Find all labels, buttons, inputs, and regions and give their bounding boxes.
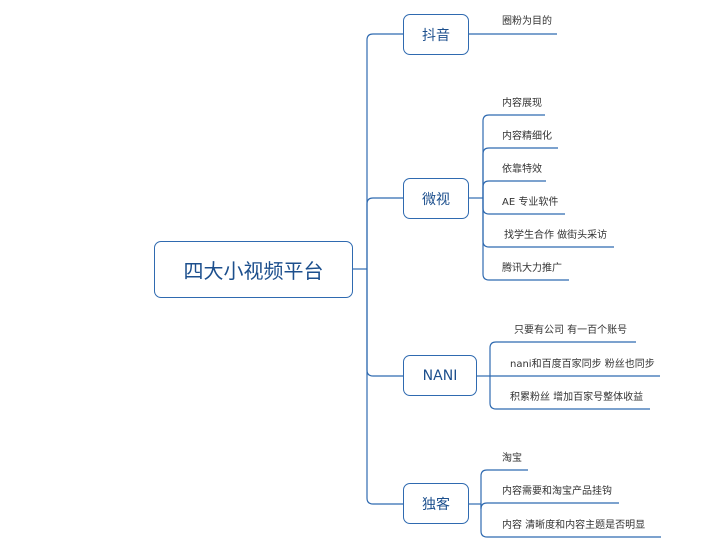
leaf-connector-nani-3 (489, 376, 650, 410)
leaf-connector-weishi-1 (482, 114, 545, 198)
branch-connector-nani (366, 269, 403, 377)
leaf-weishi-4[interactable]: AE 专业软件 (502, 197, 559, 208)
leaf-weishi-1[interactable]: 内容展现 (502, 98, 542, 109)
branch-connector-duke (366, 269, 403, 505)
branch-connector-douyin (366, 33, 403, 269)
leaf-connector-nani-1 (489, 341, 636, 376)
leaf-duke-3[interactable]: 内容 清晰度和内容主题是否明显 (502, 520, 646, 531)
branch-duke[interactable]: 独客 (403, 483, 469, 524)
root-topic[interactable]: 四大小视频平台 (154, 241, 353, 298)
branch-connector-weishi (366, 197, 403, 269)
leaf-connector-duke-3 (480, 504, 661, 538)
leaf-douyin-1[interactable]: 圈粉为目的 (502, 16, 552, 27)
leaf-nani-2[interactable]: nani和百度百家同步 粉丝也同步 (510, 359, 655, 370)
branch-nani[interactable]: NANI (403, 355, 477, 396)
leaf-duke-1[interactable]: 淘宝 (502, 453, 522, 464)
leaf-connector-weishi-3 (482, 180, 546, 198)
leaf-weishi-5[interactable]: 找学生合作 做街头采访 (504, 230, 608, 241)
leaf-weishi-6[interactable]: 腾讯大力推广 (502, 263, 562, 274)
leaf-connector-weishi-6 (482, 198, 569, 281)
leaf-connector-weishi-2 (482, 147, 558, 198)
leaf-nani-1[interactable]: 只要有公司 有一百个账号 (514, 325, 628, 336)
leaf-duke-2[interactable]: 内容需要和淘宝产品挂钩 (502, 486, 612, 497)
branch-douyin[interactable]: 抖音 (403, 14, 469, 55)
leaf-weishi-2[interactable]: 内容精细化 (502, 131, 552, 142)
branch-weishi[interactable]: 微视 (403, 178, 469, 219)
leaf-nani-3[interactable]: 积累粉丝 增加百家号整体收益 (510, 392, 644, 403)
leaf-connector-duke-2 (480, 502, 619, 510)
leaf-connector-duke-1 (480, 469, 528, 504)
leaf-weishi-3[interactable]: 依靠特效 (502, 164, 542, 175)
